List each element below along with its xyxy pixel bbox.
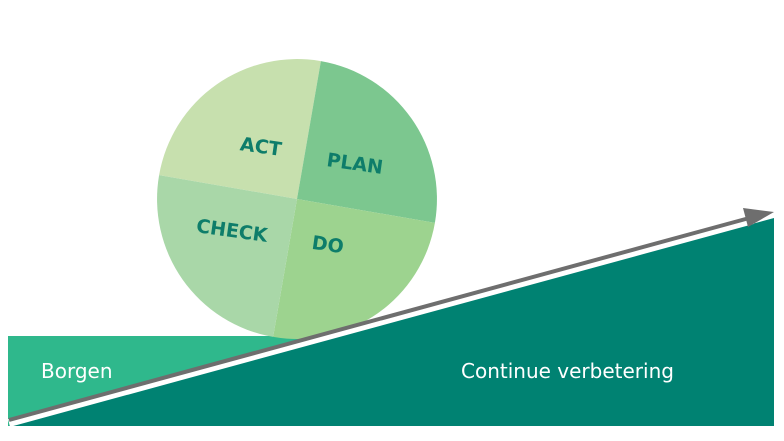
- improvement-arrow: [7, 208, 774, 427]
- continuous-improvement-label: Continue verbetering: [461, 359, 674, 383]
- arrow-head: [743, 208, 774, 227]
- pdca-wheel: ACT PLAN CHECK DO: [157, 59, 437, 339]
- segment-act: [159, 59, 321, 199]
- segment-do: [273, 199, 435, 339]
- label-do: DO: [310, 232, 345, 258]
- segment-plan: [297, 61, 437, 223]
- segment-check: [157, 175, 297, 337]
- borgen-label: Borgen: [41, 359, 113, 383]
